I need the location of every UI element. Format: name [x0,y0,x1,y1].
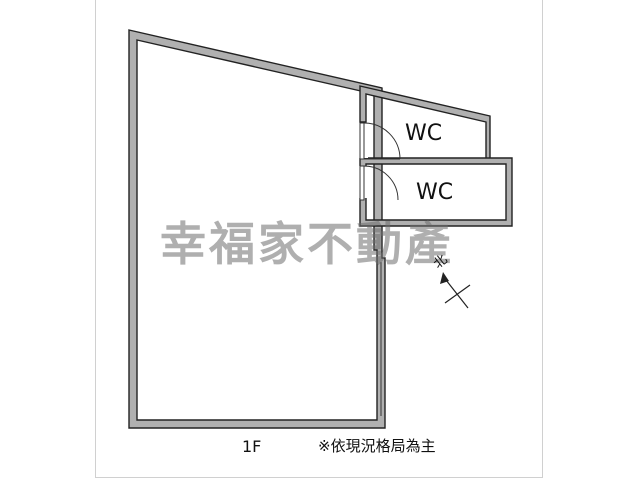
upper-door [359,122,401,160]
lower-wc-walls [359,157,513,227]
compass-north-arrow-icon [440,272,449,284]
layout-note: ※依現況格局為主 [318,437,436,455]
compass-cross-line [444,284,471,304]
lower-wc-label: WC [416,180,453,205]
watermark-text: 幸福家不動產 [160,217,454,271]
upper-wc-walls [359,85,491,161]
floor-label: 1F [242,437,261,456]
upper-wc-label: WC [405,121,442,146]
lower-door [359,165,399,201]
drawing-frame [95,0,543,478]
